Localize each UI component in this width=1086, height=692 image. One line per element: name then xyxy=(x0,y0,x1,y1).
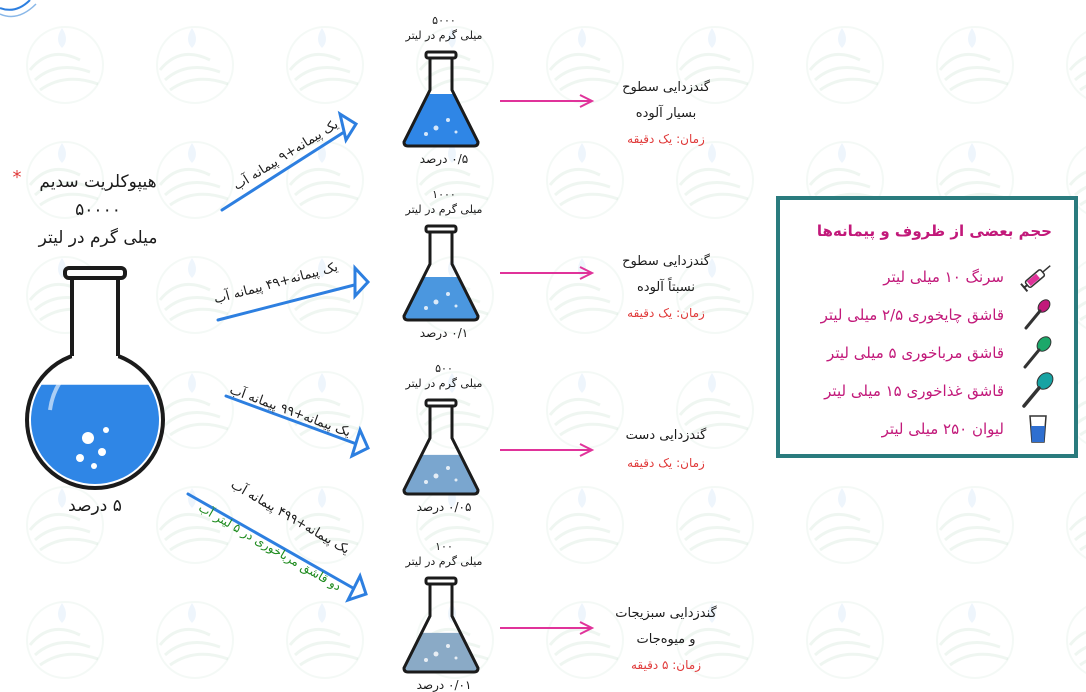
ppm-value-2: ۱۰۰۰ xyxy=(432,188,456,201)
legend-box: حجم بعضی از ظروف و پیمانه‌ها سرنگ ۱۰ میل… xyxy=(776,196,1078,458)
use-line2-2: نسبتاً آلوده xyxy=(636,280,696,295)
use-line1-2: گندزدایی سطوح xyxy=(622,254,710,269)
source-flask-icon xyxy=(25,266,165,490)
legend-item-syringe: سرنگ ۱۰ میلی لیتر xyxy=(883,268,1004,286)
ppm-unit-3: میلی گرم در لیتر xyxy=(405,377,483,390)
logo-mark xyxy=(0,0,37,18)
source-unit: میلی گرم در لیتر xyxy=(38,228,158,248)
use-line2-4: و میوه‌جات xyxy=(636,632,696,647)
time-label-3: زمان: یک دقیقه xyxy=(627,456,705,470)
dessert-spoon-icon xyxy=(1023,336,1052,369)
percent-label-1: ۰/۵ درصد xyxy=(419,152,469,166)
legend-item-dessert-spoon: قاشق مرباخوری ۵ میلی لیتر xyxy=(827,344,1004,362)
time-label-2: زمان: یک دقیقه xyxy=(627,306,705,320)
glass-icon xyxy=(1029,415,1047,443)
ppm-value-3: ۵۰۰ xyxy=(435,362,453,375)
instruction-3: یک پیمانه+۹۹ پیمانه آب xyxy=(227,382,353,441)
legend-title: حجم بعضی از ظروف و پیمانه‌ها xyxy=(816,222,1052,240)
ppm-unit-2: میلی گرم در لیتر xyxy=(405,203,483,216)
ppm-unit-4: میلی گرم در لیتر xyxy=(405,555,483,568)
legend-item-tablespoon: قاشق غذاخوری ۱۵ میلی لیتر xyxy=(824,382,1004,400)
legend-item-glass: لیوان ۲۵۰ میلی لیتر xyxy=(881,420,1004,438)
teaspoon-icon xyxy=(1024,299,1051,330)
use-line2-1: بسیار آلوده xyxy=(635,106,697,121)
percent-label-4: ۰/۰۱ درصد xyxy=(416,678,472,692)
asterisk: * xyxy=(12,167,22,188)
instruction-2: یک پیمانه+۴۹ پیمانه آب xyxy=(212,259,340,308)
flask-icon-1 xyxy=(402,50,480,148)
ppm-unit-1: میلی گرم در لیتر xyxy=(405,29,483,42)
flask-icon-2 xyxy=(402,224,480,322)
source-name: هیپوکلریت سدیم xyxy=(39,172,157,192)
use-line1-3: گندزدایی دست xyxy=(625,428,707,443)
percent-label-3: ۰/۰۵ درصد xyxy=(416,500,472,514)
tablespoon-icon xyxy=(1022,372,1054,408)
time-label-1: زمان: یک دقیقه xyxy=(627,132,705,146)
time-label-4: زمان: ۵ دقیقه xyxy=(630,658,702,672)
ppm-value-1: ۵۰۰۰ xyxy=(432,14,456,27)
instruction-1: یک پیمانه+۹ پیمانه آب xyxy=(230,117,342,194)
flask-icon-3 xyxy=(402,398,480,496)
use-line1-1: گندزدایی سطوح xyxy=(622,80,710,95)
syringe-icon xyxy=(1020,265,1051,293)
use-line1-4: گندزدایی سبزیجات xyxy=(615,606,717,621)
ppm-value-4: ۱۰۰ xyxy=(435,540,453,553)
source-percent: ۵ درصد xyxy=(68,496,122,516)
percent-label-2: ۰/۱ درصد xyxy=(419,326,469,340)
legend-item-teaspoon: قاشق چایخوری ۲/۵ میلی لیتر xyxy=(820,306,1004,324)
source-concentration: ۵۰۰۰۰ xyxy=(75,200,121,220)
flask-icon-4 xyxy=(402,576,480,674)
